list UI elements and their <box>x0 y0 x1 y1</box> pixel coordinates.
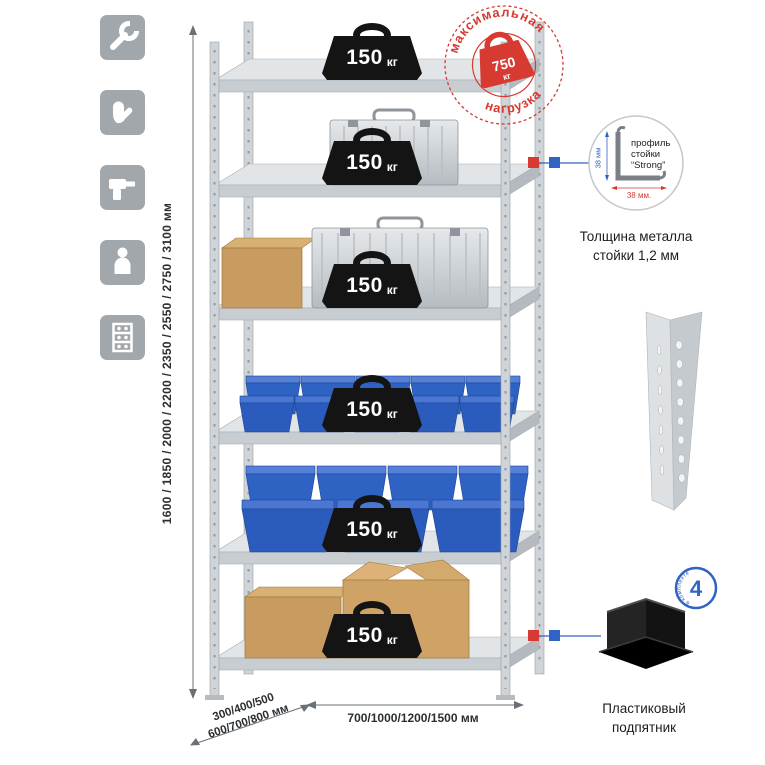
shelf-load-value: 150 <box>346 274 383 297</box>
stamp-arc-bottom-text: нагрузка <box>480 84 546 122</box>
stamp-weight-icon: 750 кг <box>479 31 534 89</box>
post-holes <box>675 340 686 483</box>
shelf-load-value: 150 <box>346 624 383 647</box>
profile-caption-line2: стойки 1,2 мм <box>592 247 680 263</box>
shelf-load-unit: кг <box>386 526 398 541</box>
bottom-callout-connector <box>528 630 601 641</box>
kit-badge: 4 в комплекте <box>674 566 718 610</box>
width-dimension-line <box>306 701 524 709</box>
cardboard-box-small <box>221 237 317 309</box>
shelf-load-unit: кг <box>386 54 398 69</box>
depth-dimension-line <box>190 704 310 746</box>
profile-caption: Толщина металла стойки 1,2 мм <box>558 228 714 265</box>
profile-dim-horizontal: 38 мм. <box>611 186 667 200</box>
person-icon <box>100 240 145 285</box>
shelf-load-unit: кг <box>386 159 398 174</box>
shelf-load-value: 150 <box>346 46 383 69</box>
profile-dim-vertical-label: 38 мм <box>594 148 603 169</box>
profile-caption-line1: Толщина металла <box>579 229 693 244</box>
gloves-icon <box>100 90 145 135</box>
profile-label-line3: “Strong” <box>631 160 665 171</box>
shelf-load-value: 150 <box>346 398 383 421</box>
foot-caption-line2: подпятник <box>611 719 677 735</box>
kit-badge-number: 4 <box>690 576 703 601</box>
height-dimension-label: 1600 / 1850 / 2000 / 2200 / 2350 / 2550 … <box>160 202 174 525</box>
shelf-load-unit: кг <box>386 282 398 297</box>
shelf-load-value: 150 <box>346 151 383 174</box>
stamp-load-unit: кг <box>502 70 512 82</box>
profile-angle-drawing <box>615 126 666 181</box>
post-slots <box>657 344 665 476</box>
profile-label-line1: профиль <box>631 138 670 149</box>
wrench-icon <box>100 15 145 60</box>
foot-caption: Пластиковый подпятник <box>566 700 722 737</box>
svg-text:нагрузка: нагрузка <box>480 84 546 122</box>
shelving-icon <box>100 315 145 360</box>
width-dimension-label: 700/1000/1200/1500 мм <box>347 711 479 725</box>
rack-front-posts <box>205 41 515 700</box>
plastic-foot-image <box>598 597 694 669</box>
profile-detail-circle: 38 мм 38 мм. профиль стойки “Strong” <box>588 115 684 211</box>
stamp-load-value: 750 <box>490 53 517 74</box>
foot-caption-line1: Пластиковый <box>602 701 686 716</box>
shelf-load-value: 150 <box>346 518 383 541</box>
drill-icon <box>100 165 145 210</box>
profile-dim-vertical: 38 мм <box>594 131 609 181</box>
shelf-load-unit: кг <box>386 406 398 421</box>
top-callout-connector <box>528 157 589 168</box>
profile-dim-horizontal-label: 38 мм. <box>627 191 651 200</box>
profile-label-line2: стойки <box>631 149 660 160</box>
shelf-load-unit: кг <box>386 632 398 647</box>
height-dimension-line <box>189 25 197 699</box>
upright-post-image <box>645 311 703 511</box>
